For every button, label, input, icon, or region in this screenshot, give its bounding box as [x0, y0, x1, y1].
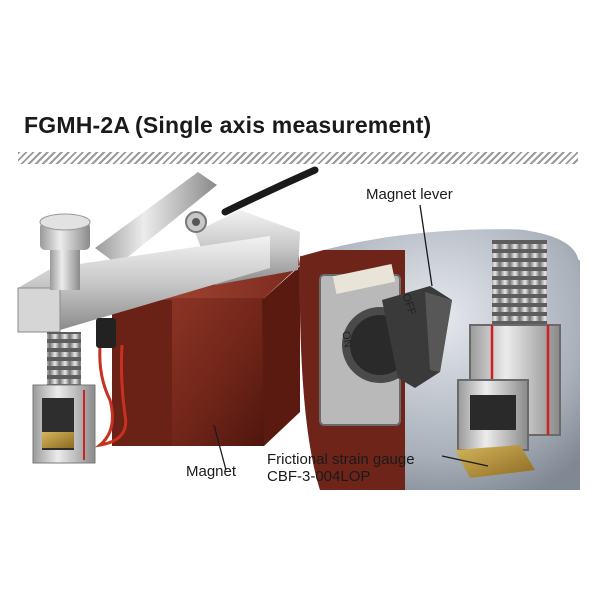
label-magnet: Magnet	[186, 463, 237, 480]
page-title: FGMH-2A (Single axis measurement)	[24, 112, 432, 138]
hatched-divider	[18, 152, 578, 164]
label-strain-gauge: Frictional strain gauge CBF-3-004LOP	[267, 451, 415, 485]
label-gauge-line1: Frictional strain gauge	[267, 451, 415, 468]
label-magnet-lever: Magnet lever	[366, 186, 453, 203]
switch-on-text: ON	[339, 330, 354, 348]
label-gauge-line2: CBF-3-004LOP	[267, 468, 371, 485]
